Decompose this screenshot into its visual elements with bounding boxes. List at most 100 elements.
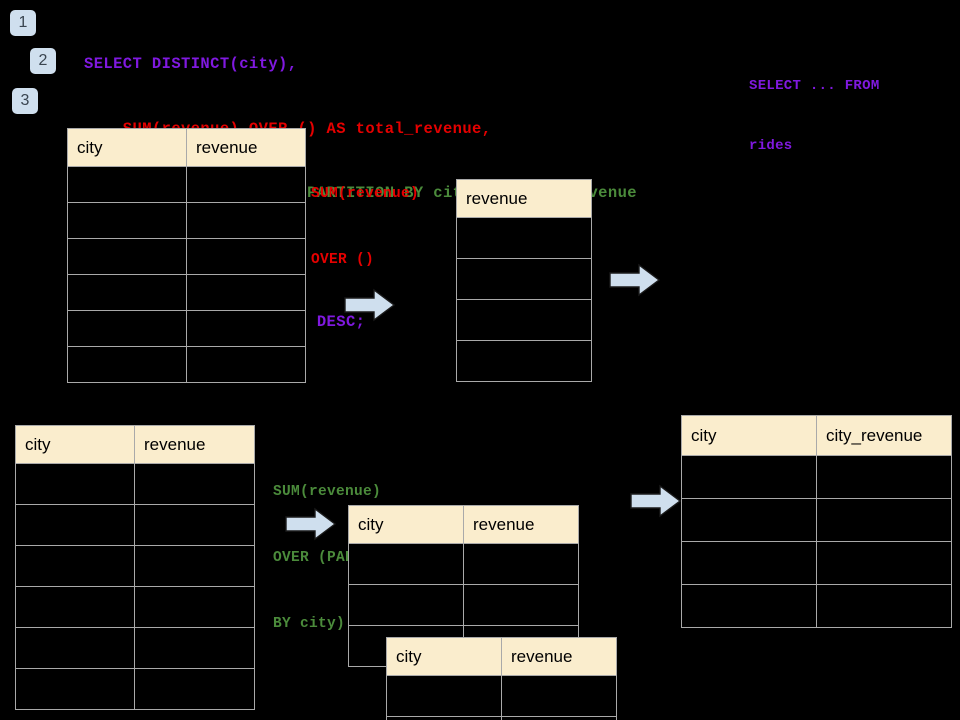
cell-city: [67, 238, 187, 275]
cell-revenue: [134, 504, 255, 546]
cell-revenue: [456, 299, 592, 341]
cell-city: [67, 202, 187, 239]
cell-city: [386, 675, 502, 717]
cell-revenue: [134, 627, 255, 669]
side-note-line-2: rides: [749, 138, 793, 154]
table-row: [67, 346, 306, 383]
cell-city: [681, 584, 817, 628]
table-row: [681, 498, 952, 542]
table-row: [456, 258, 592, 300]
cell-city: [681, 541, 817, 585]
table-row: [15, 504, 255, 546]
cell-city: [15, 627, 135, 669]
cell-revenue: [463, 543, 579, 585]
table-rides-source-bottom: city revenue: [15, 425, 255, 710]
table-row: [15, 545, 255, 587]
table-header-row: city revenue: [15, 425, 255, 464]
cell-revenue: [134, 545, 255, 587]
step-badge-1-label: 1: [18, 14, 28, 31]
table-row: [67, 310, 306, 347]
table-row: [67, 274, 306, 311]
sql-line-1: SELECT DISTINCT(city),: [84, 55, 298, 73]
cell-revenue: [186, 202, 306, 239]
column-header-revenue: revenue: [186, 128, 306, 167]
arrow-partition-to-final-icon: [630, 484, 682, 518]
step-badge-3-label: 3: [20, 92, 30, 109]
column-header-revenue: revenue: [463, 505, 579, 544]
cell-revenue: [134, 586, 255, 628]
cell-city: [67, 274, 187, 311]
cell-city-revenue: [816, 455, 952, 499]
column-header-city: city: [386, 637, 502, 676]
table-header-row: city revenue: [386, 637, 617, 676]
annotation-partition-line-3: BY city): [273, 616, 346, 632]
table-row: [456, 217, 592, 259]
column-header-city: city: [67, 128, 187, 167]
table-row: [67, 202, 306, 239]
arrow-source-to-partition-icon: [285, 507, 337, 541]
table-row: [386, 675, 617, 717]
step-badge-3: 3: [12, 88, 38, 114]
cell-revenue: [456, 340, 592, 382]
annotation-total-line-2: OVER (): [311, 252, 375, 268]
table-header-row: city city_revenue: [681, 415, 952, 456]
side-note-line-1: SELECT ... FROM: [749, 78, 880, 94]
table-partition-stack-front: city revenue: [386, 637, 617, 720]
step-badge-1: 1: [10, 10, 36, 36]
arrow-source-to-total-icon: [344, 288, 396, 322]
cell-revenue: [186, 166, 306, 203]
cell-city: [67, 166, 187, 203]
table-header-row: revenue: [456, 179, 592, 218]
annotation-partition-line-1: SUM(revenue): [273, 484, 382, 500]
table-row: [681, 584, 952, 628]
cell-city: [681, 455, 817, 499]
step-badge-2: 2: [30, 48, 56, 74]
column-header-city: city: [681, 415, 817, 456]
table-row: [15, 627, 255, 669]
annotation-sum-over-empty: SUM(revenue) OVER (): [311, 139, 419, 315]
table-row: [67, 166, 306, 203]
cell-revenue: [501, 675, 617, 717]
cell-city: [15, 504, 135, 546]
cell-revenue: [501, 716, 617, 720]
table-row: [15, 586, 255, 628]
cell-revenue: [134, 463, 255, 505]
column-header-revenue: revenue: [456, 179, 592, 218]
column-header-revenue: revenue: [501, 637, 617, 676]
table-row: [15, 668, 255, 710]
table-row: [348, 584, 579, 626]
table-row: [67, 238, 306, 275]
annotation-total-line-1: SUM(revenue): [311, 186, 420, 202]
table-row: [456, 299, 592, 341]
cell-city: [681, 498, 817, 542]
table-row: [681, 455, 952, 499]
side-note-select-from-rides: SELECT ... FROM rides: [749, 36, 880, 196]
step-badge-2-label: 2: [38, 52, 48, 69]
table-final-result: city city_revenue: [681, 415, 952, 628]
cell-city: [15, 668, 135, 710]
table-header-row: city revenue: [67, 128, 306, 167]
arrow-total-to-final-icon: [609, 263, 661, 297]
cell-revenue: [186, 310, 306, 347]
cell-city: [348, 584, 464, 626]
column-header-city: city: [15, 425, 135, 464]
table-row: [386, 716, 617, 720]
annotation-sum-over-partition: SUM(revenue) OVER (PARTITION BY city): [273, 437, 408, 679]
cell-city: [348, 543, 464, 585]
cell-revenue: [463, 584, 579, 626]
cell-revenue: [456, 258, 592, 300]
table-total-revenue-result: revenue: [456, 179, 592, 382]
table-row: [15, 463, 255, 505]
cell-city-revenue: [816, 541, 952, 585]
cell-city: [15, 586, 135, 628]
cell-city: [15, 463, 135, 505]
cell-revenue: [186, 238, 306, 275]
table-header-row: city revenue: [348, 505, 579, 544]
cell-revenue: [134, 668, 255, 710]
column-header-city: city: [348, 505, 464, 544]
table-row: [348, 543, 579, 585]
cell-city: [15, 545, 135, 587]
cell-city: [386, 716, 502, 720]
cell-city-revenue: [816, 498, 952, 542]
